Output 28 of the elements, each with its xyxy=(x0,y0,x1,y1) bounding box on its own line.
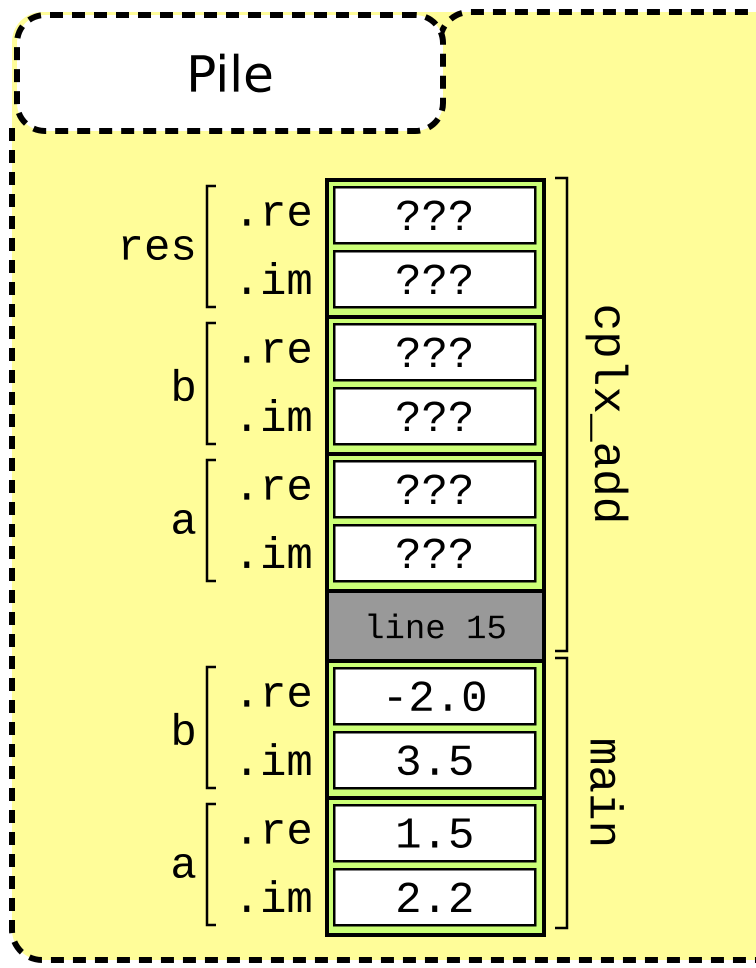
value-cell: ??? xyxy=(333,186,536,244)
field-name: .re xyxy=(244,682,310,708)
return-address-cell: line 15 xyxy=(325,589,546,663)
field-name: .re xyxy=(244,338,310,364)
value-cell: 1.5 xyxy=(333,804,536,862)
variable-name: res xyxy=(122,236,194,260)
field-name: .re xyxy=(244,476,310,500)
variable-name: a xyxy=(173,510,196,534)
value-cell: ??? xyxy=(333,524,536,582)
frame-label: cplx_add xyxy=(586,306,628,520)
value-cell: ??? xyxy=(333,250,536,308)
value-cell: ??? xyxy=(333,323,536,382)
value-cell: 3.5 xyxy=(333,731,536,790)
field-name: .im xyxy=(244,262,311,294)
variable-name: b xyxy=(174,368,194,402)
value-cell: ??? xyxy=(333,387,536,446)
variable-name: b xyxy=(174,712,194,746)
value-cell: -2.0 xyxy=(333,667,536,726)
variable-name: a xyxy=(173,854,196,878)
value-cell: ??? xyxy=(333,460,536,518)
field-name: .re xyxy=(244,202,310,226)
field-name: .im xyxy=(244,880,311,912)
field-name: .re xyxy=(244,820,310,844)
field-name: .im xyxy=(244,399,311,431)
field-name: .im xyxy=(244,536,311,568)
field-name: .im xyxy=(244,743,311,775)
frame-label: main xyxy=(590,740,624,844)
value-cell: 2.2 xyxy=(333,868,536,926)
